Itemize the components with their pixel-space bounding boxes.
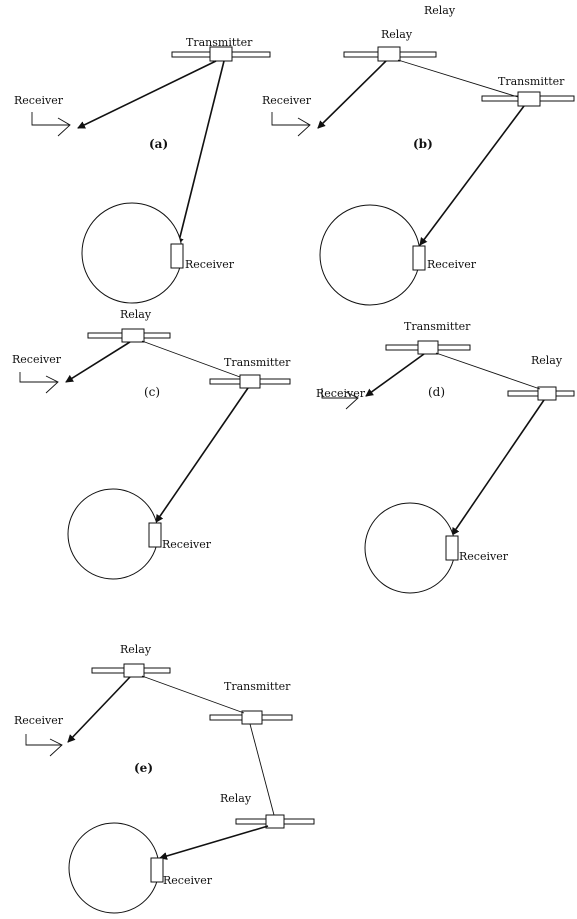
left-receiver-label: Receiver [262,94,312,107]
relay-label: Relay [120,308,152,321]
transmitter-satellite [481,91,575,107]
transmitter-satellite [171,46,271,62]
left-receiver-label: Receiver [12,353,62,366]
receiver-antenna-icon [321,388,359,410]
left-receiver-label: Receiver [14,714,64,727]
earth-circle [68,822,160,914]
earth-circle [81,202,183,304]
relay-transmitter-link [397,59,519,98]
transmitter-satellite [385,340,471,355]
ground-receiver-label: Receiver [162,538,212,551]
relay-transmitter-link [141,675,245,714]
transmitter-label: Transmitter [498,75,565,88]
panel-c: Relay Transmitter Receiver (c) Receiver [12,308,291,580]
relay-satellite [507,386,575,401]
link-to-left-receiver [317,60,387,129]
panel-a: Transmitter Receiver (a) Receiver [14,36,271,304]
link-to-ground-receiver [159,825,269,860]
transmitter-relay-link [249,723,275,816]
receiver-antenna-icon [19,372,59,394]
ground-receiver-box [445,535,459,561]
earth-circle [67,488,159,580]
relay-satellite-lower [235,814,315,829]
ground-receiver-label: Receiver [427,258,477,271]
transmitter-satellite [209,710,293,725]
link-to-left-receiver [67,676,131,743]
panel-e: Relay Transmitter Relay Receiver (e) Rec… [14,643,315,914]
transmitter-label: Transmitter [224,680,291,693]
transmitter-label: Transmitter [224,356,291,369]
link-to-left-receiver [365,353,425,397]
ground-receiver-label: Receiver [163,874,213,887]
transmitter-relay-link [435,352,541,390]
panel-tag: (a) [149,137,168,151]
link-to-left-receiver [65,341,131,383]
link-to-left-receiver [77,60,217,129]
panel-d: Transmitter Relay Receiver (d) Receiver [316,320,575,594]
relay-top-label: Relay [120,643,152,656]
earth-circle [364,502,456,594]
receiver-antenna-icon [271,112,311,137]
panel-tag: (d) [428,385,445,399]
panel-b: Relay Transmitter Receiver (b) Receiver [262,28,575,306]
transmitter-label: Transmitter [404,320,471,333]
earth-circle [319,204,421,306]
relay-label: Relay [381,28,413,41]
relay-satellite-top [91,663,171,678]
relay-satellite [87,328,171,343]
ground-receiver-label: Receiver [459,550,509,563]
panel-tag: (c) [144,385,160,399]
receiver-antenna-icon [25,734,63,757]
receiver-antenna-icon [31,112,71,137]
panel-tag: (e) [134,761,153,775]
link-to-ground-receiver [175,60,225,246]
relay-transmitter-link [141,340,241,378]
ground-receiver-box [148,522,162,548]
link-to-ground-receiver [419,105,525,246]
transmitter-label: Transmitter [186,36,253,49]
left-receiver-label: Receiver [316,387,366,400]
transmitter-satellite [209,374,291,389]
link-to-ground-receiver [155,387,249,523]
ground-receiver-box [170,243,184,269]
relay-lower-label: Relay [220,792,252,805]
ground-receiver-box [412,245,426,271]
top-relay-label: Relay [424,4,456,17]
link-to-ground-receiver [451,399,545,536]
relay-label: Relay [531,354,563,367]
ground-receiver-label: Receiver [185,258,235,271]
relay-satellite [343,46,437,62]
left-receiver-label: Receiver [14,94,64,107]
panel-tag: (b) [413,137,433,151]
ground-receiver-box [150,857,164,883]
